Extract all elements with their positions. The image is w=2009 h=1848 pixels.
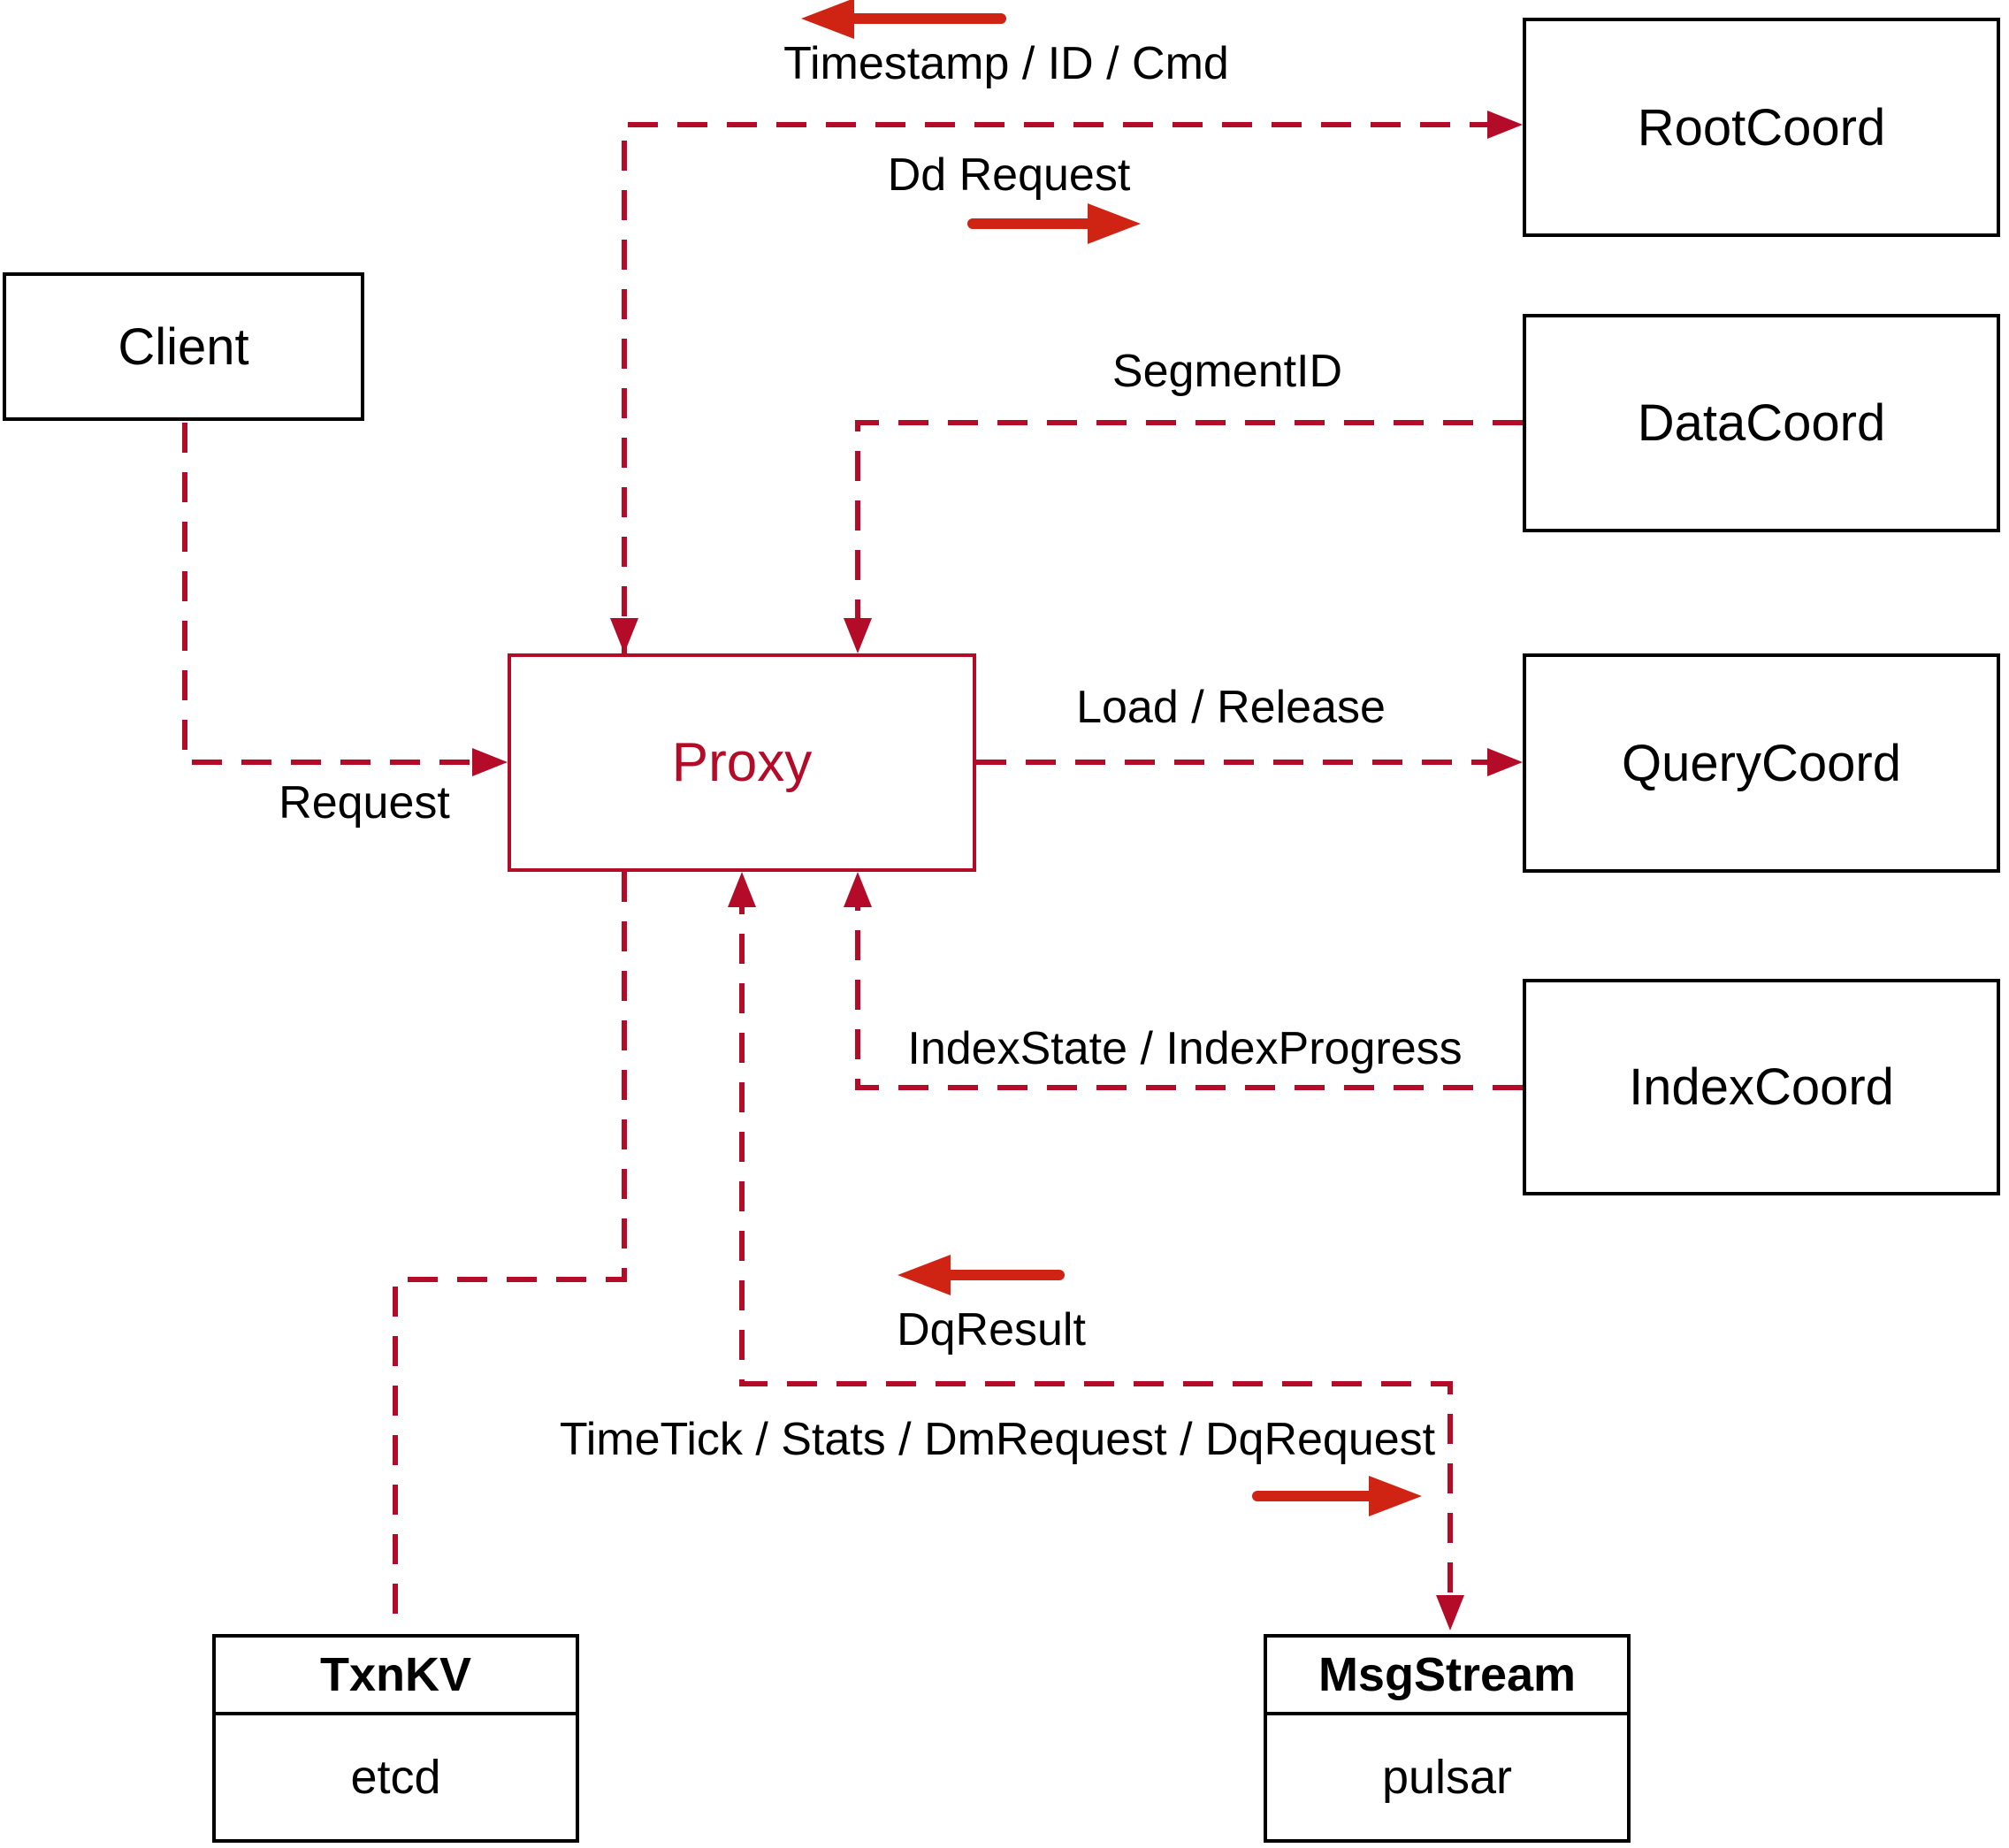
arrowhead-into-msgstream: [1436, 1595, 1464, 1630]
arrowhead-into-proxy-bottom-right: [844, 872, 872, 907]
arrowhead-into-proxy-left: [472, 748, 508, 776]
rootcoord-box: RootCoord: [1523, 18, 2000, 237]
arrowhead-into-proxy-top-right: [844, 618, 872, 653]
edge-client-proxy: [182, 423, 495, 765]
arrowhead-into-proxy-top-left: [610, 618, 638, 653]
edge-label-request: Request: [279, 777, 450, 829]
edge-label-load-release: Load / Release: [1076, 682, 1386, 733]
arrowhead-into-rootcoord: [1487, 111, 1523, 139]
left-arrow-icon: [801, 0, 1006, 39]
rootcoord-label: RootCoord: [1637, 98, 1886, 157]
client-label: Client: [118, 317, 249, 376]
edge-label-segment-id: SegmentID: [1111, 346, 1343, 397]
edge-indexcoord-proxy: [855, 884, 1523, 1090]
datacoord-label: DataCoord: [1637, 394, 1886, 452]
edge-label-index-state-progress: IndexState / IndexProgress: [907, 1023, 1463, 1074]
arrowhead-into-proxy-bottom-left: [728, 872, 756, 907]
edge-label-dd-request: Dd Request: [887, 149, 1131, 201]
txnkv-title: TxnKV: [216, 1638, 576, 1715]
arrowhead-into-querycoord: [1487, 748, 1523, 776]
proxy-label: Proxy: [671, 732, 813, 793]
right-arrow-icon: [967, 203, 1141, 244]
txnkv-impl: etcd: [350, 1751, 441, 1804]
msgstream-box: MsgStream pulsar: [1264, 1634, 1631, 1843]
indexcoord-box: IndexCoord: [1523, 979, 2000, 1195]
txnkv-box: TxnKV etcd: [212, 1634, 579, 1843]
edge-datacoord-proxy: [855, 420, 1523, 641]
edge-proxy-msgstream: [739, 884, 1453, 1618]
edge-label-timetick-stats: TimeTick / Stats / DmRequest / DqRequest: [559, 1414, 1436, 1465]
msgstream-impl: pulsar: [1381, 1751, 1513, 1804]
client-box: Client: [3, 272, 364, 421]
datacoord-box: DataCoord: [1523, 314, 2000, 532]
edge-label-timestamp-id-cmd: Timestamp / ID / Cmd: [783, 38, 1229, 89]
querycoord-box: QueryCoord: [1523, 653, 2000, 873]
edge-label-dq-result: DqResult: [897, 1304, 1086, 1355]
msgstream-title: MsgStream: [1267, 1638, 1627, 1715]
edge-proxy-txnkv: [393, 872, 627, 1630]
right-arrow-icon: [1252, 1476, 1422, 1516]
edge-proxy-rootcoord: [622, 122, 1510, 666]
proxy-box: Proxy: [508, 653, 976, 872]
querycoord-label: QueryCoord: [1622, 734, 1901, 792]
left-arrow-icon: [898, 1255, 1065, 1295]
indexcoord-label: IndexCoord: [1629, 1058, 1894, 1116]
